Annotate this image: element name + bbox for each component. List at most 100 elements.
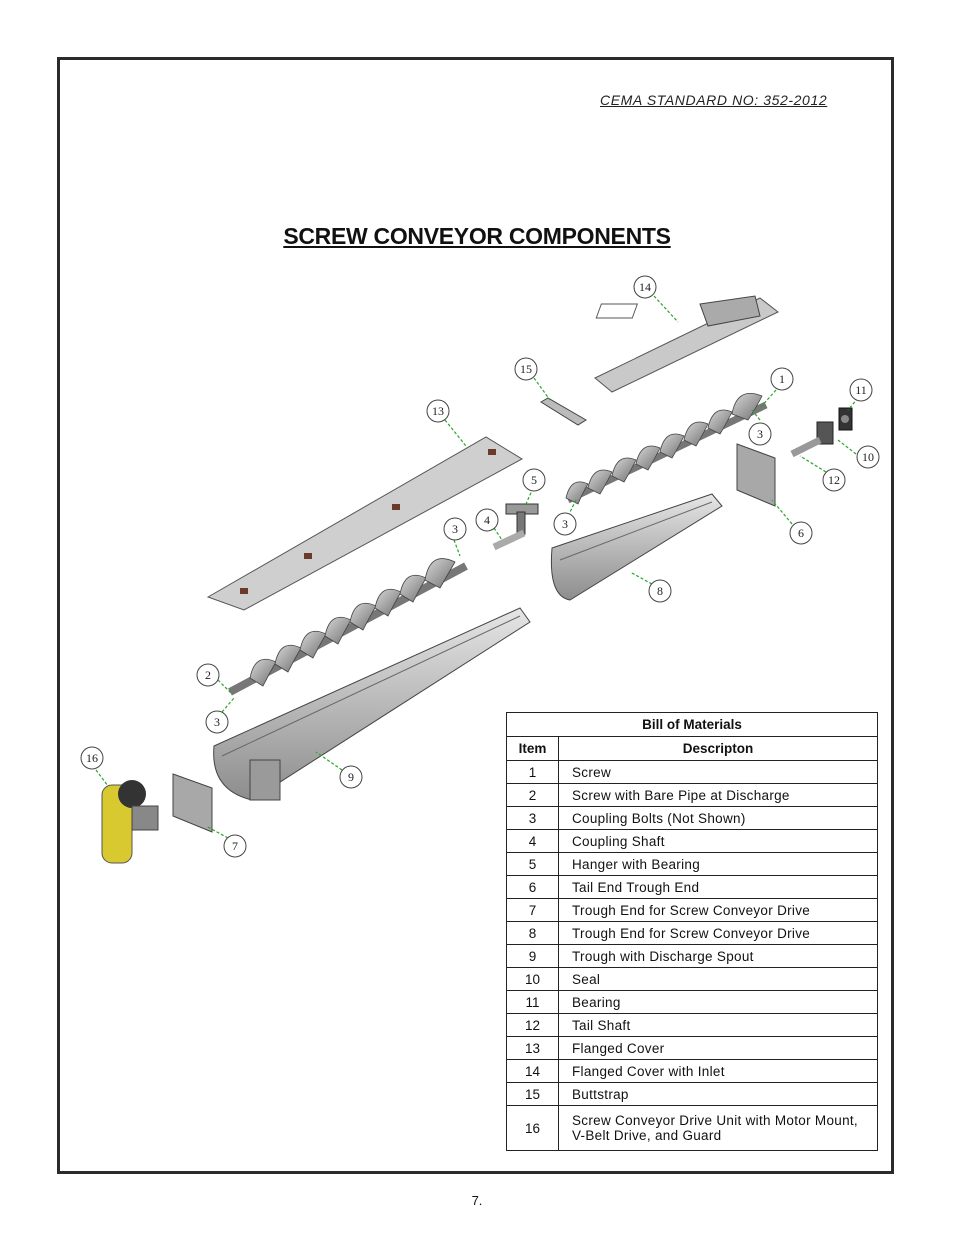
bom-desc: Screw Conveyor Drive Unit with Motor Mou… <box>558 1105 878 1151</box>
callout-6: 6 <box>789 521 813 545</box>
callout-16: 16 <box>80 746 104 770</box>
bom-desc: Tail End Trough End <box>558 875 878 899</box>
bom-item: 16 <box>506 1105 559 1151</box>
bom-desc: Trough End for Screw Conveyor Drive <box>558 898 878 922</box>
callout-3-upper-left: 3 <box>553 512 577 536</box>
bom-item: 3 <box>506 806 559 830</box>
callout-1: 1 <box>770 367 794 391</box>
seal <box>816 421 834 445</box>
drive-trough-end <box>172 773 213 833</box>
table-row: 16 Screw Conveyor Drive Unit with Motor … <box>506 1105 878 1151</box>
callout-7: 7 <box>223 834 247 858</box>
svg-text:4: 4 <box>484 513 490 527</box>
callout-13: 13 <box>426 399 450 423</box>
bom-item: 11 <box>506 990 559 1014</box>
callout-12: 12 <box>822 468 846 492</box>
flanged-cover-with-inlet <box>594 295 779 393</box>
svg-text:2: 2 <box>205 668 211 682</box>
page-number: 7. <box>471 1193 483 1208</box>
svg-text:11: 11 <box>855 383 867 397</box>
bom-item: 4 <box>506 829 559 853</box>
bom-desc: Screw <box>558 760 878 784</box>
svg-text:10: 10 <box>862 450 874 464</box>
bom-item: 9 <box>506 944 559 968</box>
bom-desc-line2: V-Belt Drive, and Guard <box>572 1128 722 1143</box>
callout-3-middle: 3 <box>443 517 467 541</box>
bom-item: 12 <box>506 1013 559 1037</box>
bom-item: 13 <box>506 1036 559 1060</box>
bearing <box>838 407 853 431</box>
callout-2: 2 <box>196 663 220 687</box>
svg-text:3: 3 <box>214 715 220 729</box>
callout-3-lower: 3 <box>205 710 229 734</box>
page-title: SCREW CONVEYOR COMPONENTS <box>283 223 671 249</box>
bom-item: 7 <box>506 898 559 922</box>
tail-shaft <box>790 436 822 458</box>
bom-desc: Flanged Cover <box>558 1036 878 1060</box>
bom-item: 2 <box>506 783 559 807</box>
bom-desc: Flanged Cover with Inlet <box>558 1059 878 1083</box>
callout-15: 15 <box>514 357 538 381</box>
bom-item: 8 <box>506 921 559 945</box>
callout-9: 9 <box>339 765 363 789</box>
bom-desc: Tail Shaft <box>558 1013 878 1037</box>
bom-desc-line1: Screw Conveyor Drive Unit with Motor Mou… <box>572 1113 858 1128</box>
callout-4: 4 <box>475 508 499 532</box>
bom-desc: Coupling Shaft <box>558 829 878 853</box>
svg-text:12: 12 <box>828 473 840 487</box>
bom-title: Bill of Materials <box>506 712 878 737</box>
svg-text:3: 3 <box>562 517 568 531</box>
svg-text:5: 5 <box>531 473 537 487</box>
svg-text:13: 13 <box>432 404 444 418</box>
callout-10: 10 <box>856 445 880 469</box>
standard-number: CEMA STANDARD NO: 352-2012 <box>600 92 828 108</box>
trough-with-discharge-spout <box>213 607 531 801</box>
bom-item: 10 <box>506 967 559 991</box>
screw-upper <box>565 392 768 505</box>
flanged-cover <box>206 436 524 611</box>
bom-desc: Coupling Bolts (Not Shown) <box>558 806 878 830</box>
callout-8: 8 <box>648 579 672 603</box>
coupling-shaft <box>492 529 526 551</box>
short-trough <box>550 493 723 601</box>
svg-text:14: 14 <box>639 280 651 294</box>
bom-item: 5 <box>506 852 559 876</box>
exploded-assembly-diagram: 14 15 1 11 13 3 10 12 5 4 3 6 3 8 2 3 16… <box>80 275 880 864</box>
bom-desc: Bearing <box>558 990 878 1014</box>
bom-desc: Buttstrap <box>558 1082 878 1106</box>
drive-unit <box>101 780 159 864</box>
svg-text:3: 3 <box>757 427 763 441</box>
bom-desc: Screw with Bare Pipe at Discharge <box>558 783 878 807</box>
buttstrap <box>540 397 587 426</box>
tail-end-trough-end <box>736 443 776 507</box>
bom-desc: Seal <box>558 967 878 991</box>
screw-lower <box>228 558 468 696</box>
callout-5: 5 <box>522 468 546 492</box>
bom-desc: Trough with Discharge Spout <box>558 944 878 968</box>
bom-col-item: Item <box>506 736 559 761</box>
bom-col-description: Descripton <box>558 736 878 761</box>
bom-desc: Hanger with Bearing <box>558 852 878 876</box>
hanger-with-bearing <box>505 503 539 535</box>
callout-14: 14 <box>633 275 657 299</box>
bom-item: 6 <box>506 875 559 899</box>
svg-text:6: 6 <box>798 526 804 540</box>
bom-item: 14 <box>506 1059 559 1083</box>
svg-text:9: 9 <box>348 770 354 784</box>
page-border <box>57 57 894 1174</box>
